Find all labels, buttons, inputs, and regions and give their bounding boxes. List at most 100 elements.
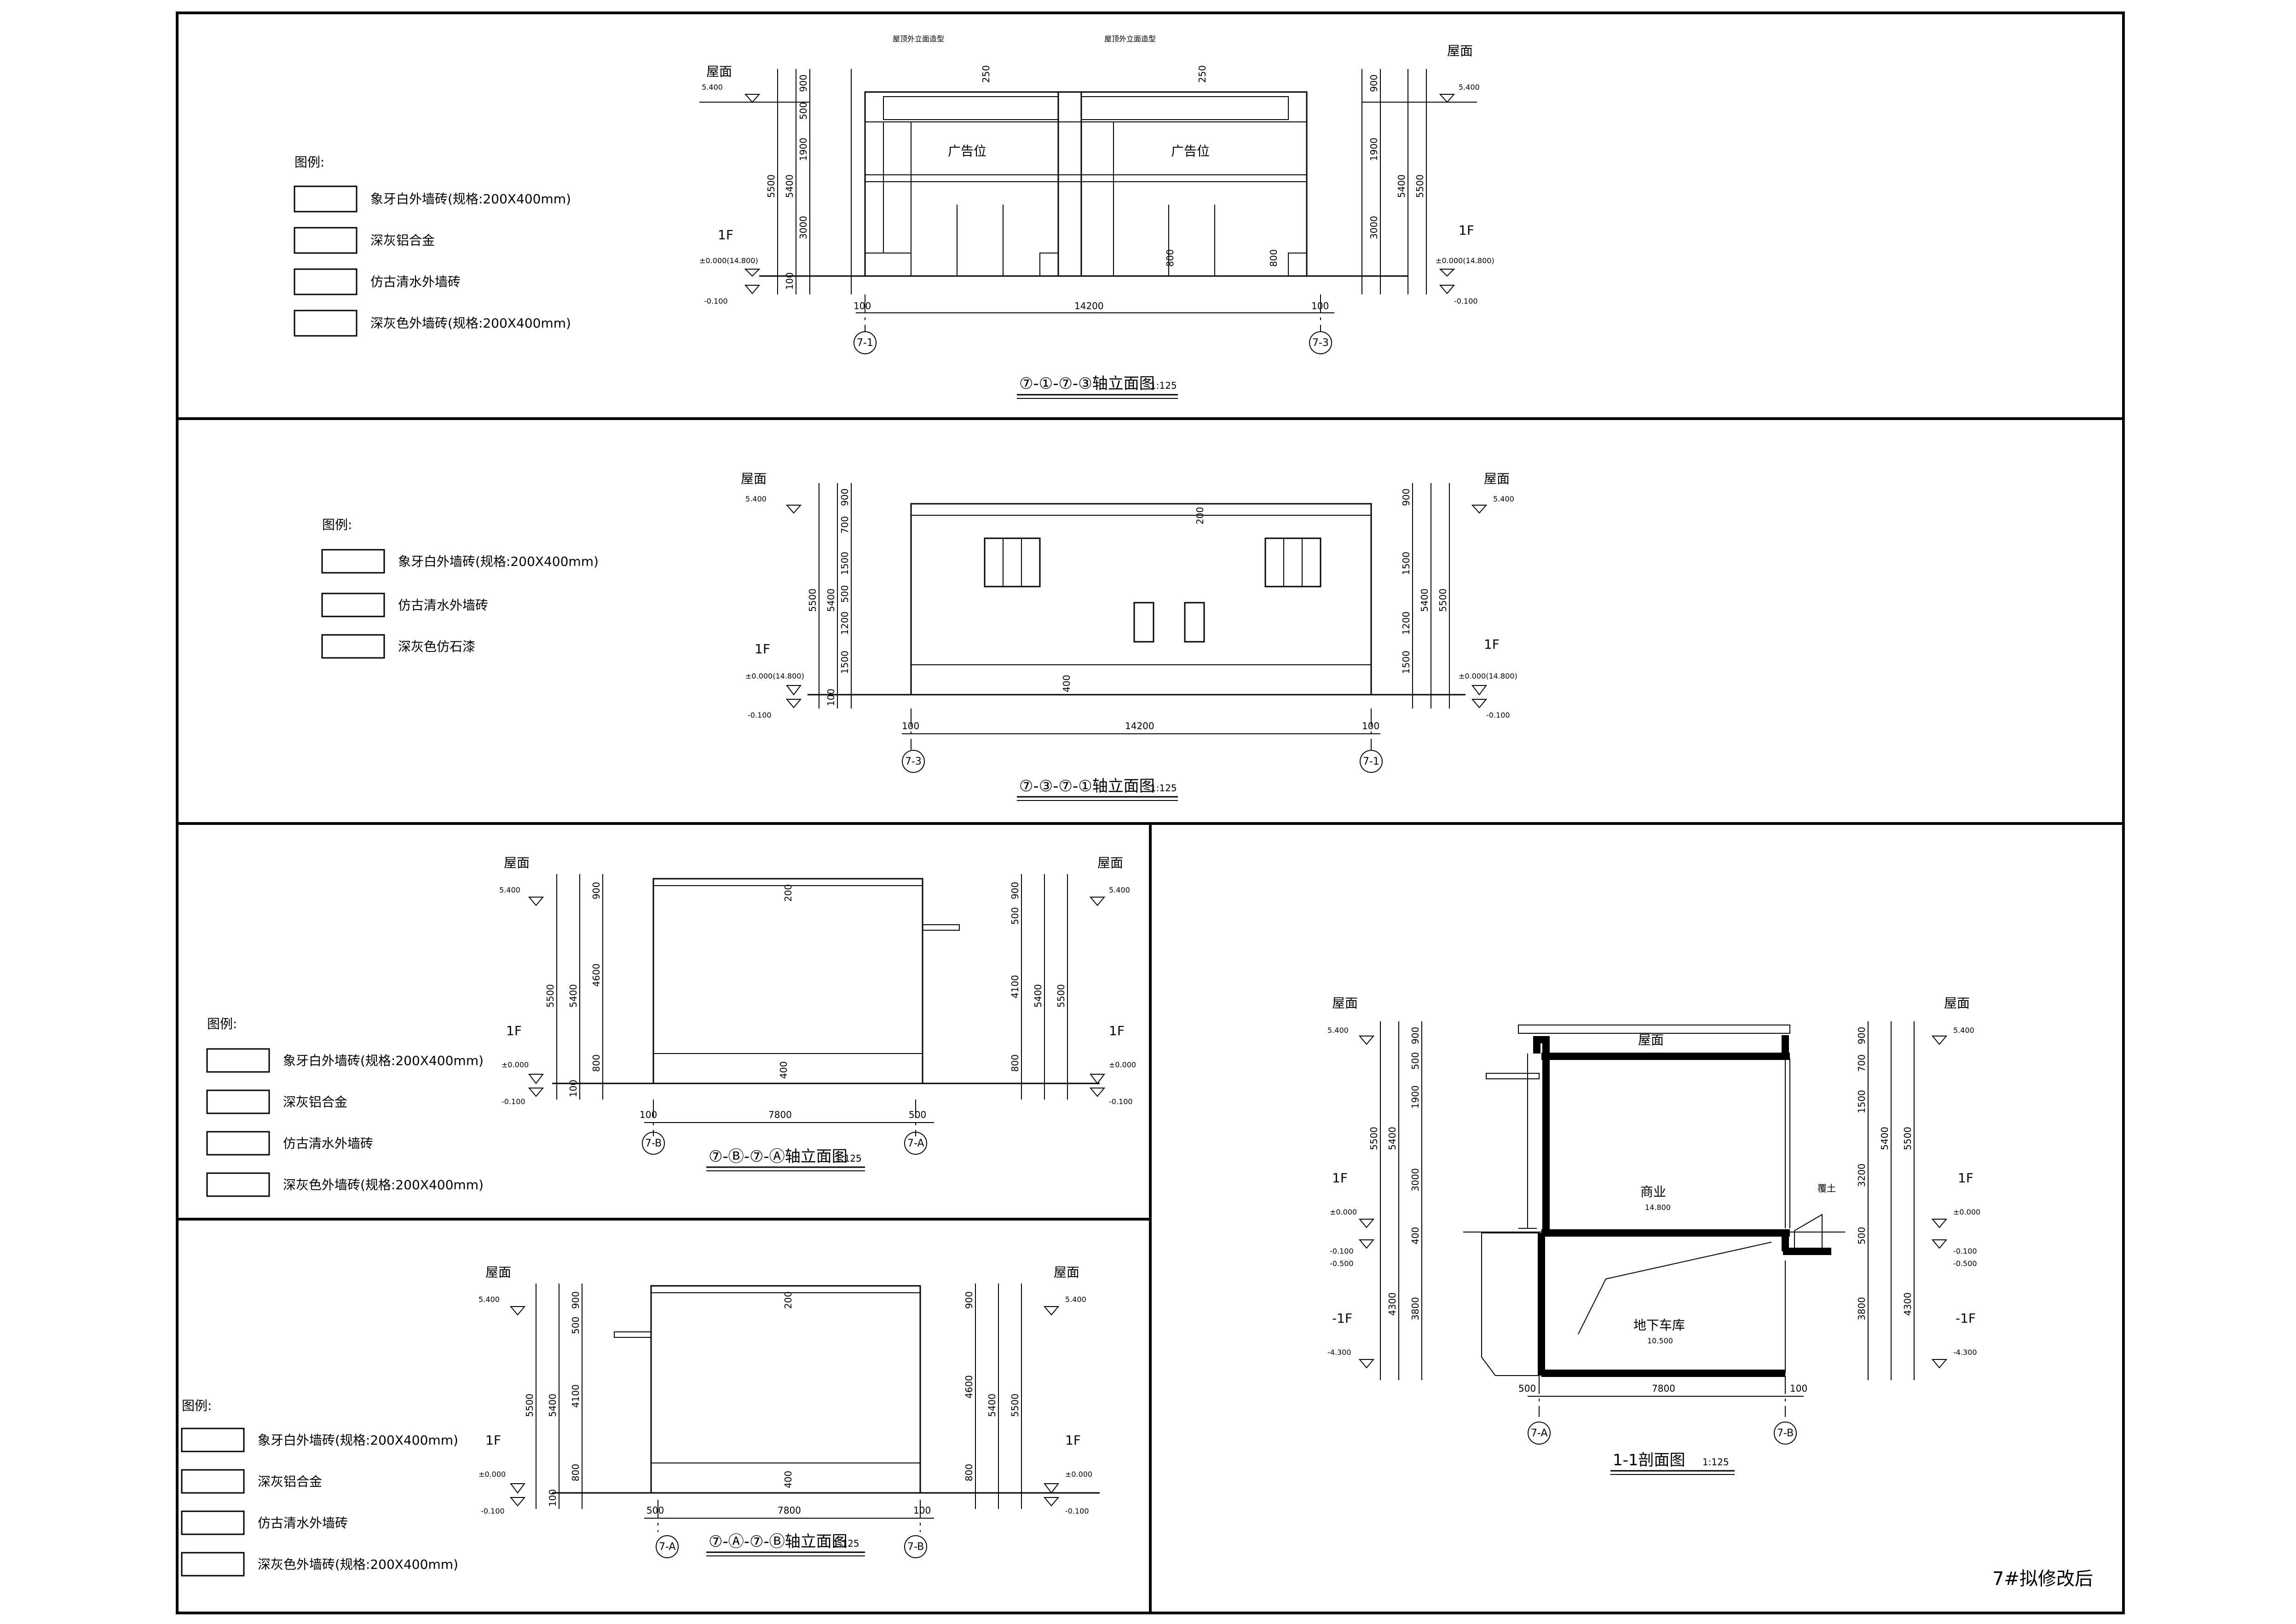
dim-100-l2: 100 [825,689,836,706]
elevation-3-title: ⑦-Ⓑ-⑦-Ⓐ轴立面图 [709,1147,848,1166]
elevation-2-scale: 1:125 [1150,783,1177,794]
dim-500-bl4: 500 [646,1505,664,1516]
dim-800-l3: 800 [591,1054,602,1072]
lv-neg-right-2: -0.100 [1486,711,1510,720]
dim-14200: 14200 [1074,300,1104,311]
legend-swatch-dark-tile [294,310,358,337]
shop-label: 商业 [1640,1184,1666,1199]
lv-roof-left-sec: 5.400 [1327,1026,1349,1035]
dim-100-br: 100 [1311,300,1329,311]
dim-5400-r2: 5400 [1419,588,1430,612]
level-1f-left-4: 1F [485,1433,501,1448]
level-roof-left: 屋面 [706,64,732,79]
dim-400-e2: 400 [1061,675,1072,692]
level-1f-right-sec: 1F [1958,1170,1973,1186]
section-title: 1-1剖面图 [1613,1451,1685,1469]
lv-floor-left-3: ±0.000 [502,1060,529,1069]
dim-5400-l2: 5400 [825,588,836,612]
legend-title-4: 图例: [182,1398,212,1413]
dim-1500-rs: 1500 [1856,1090,1867,1113]
parapet-tile-left [883,96,1059,120]
dim-500-l2: 500 [839,585,850,603]
axis-7-1: 7-1 [857,337,873,349]
dim-4300-ls: 4300 [1387,1292,1398,1316]
lv-base-right-sec: -4.300 [1953,1348,1977,1357]
dim-4300-rs: 4300 [1902,1292,1913,1316]
elevation-4: 图例: 象牙白外墙砖(规格:200X400mm) 深灰铝合金 仿古清水外墙砖 深… [181,1265,1100,1577]
lv-roof-left-2: 5.400 [745,495,767,503]
level-1f-left: 1F [718,227,733,242]
dim-5400-ls: 5400 [1387,1127,1398,1150]
dim-900-left: 900 [798,75,809,92]
dim-7800-4: 7800 [778,1505,801,1516]
dim-1200-r2: 1200 [1401,611,1412,635]
lv-roof-left-4: 5.400 [479,1295,500,1304]
legend-swatch-ivory [294,185,358,213]
dim-100-l3: 100 [568,1080,579,1097]
level-1f-left-sec: 1F [1332,1170,1348,1186]
dim-5500-r3: 5500 [1056,984,1067,1008]
lv-neg-left-2: -0.100 [748,711,772,720]
dim-200-e3: 200 [783,884,794,902]
axis-7-1-e2: 7-1 [1363,756,1379,767]
level-roof-left-3: 屋面 [504,855,530,870]
dim-900-right: 900 [1368,75,1379,92]
dim-14200-2: 14200 [1125,720,1154,731]
dim-5400-r3: 5400 [1033,984,1044,1008]
dim-400-e4: 400 [783,1471,794,1488]
dim-800-r4: 800 [963,1464,975,1481]
soil-label: 覆土 [1817,1183,1836,1194]
level-1f-right-4: 1F [1065,1433,1081,1448]
elevation-4-scale: 1:125 [833,1538,860,1549]
elevation-1: 图例: 象牙白外墙砖(规格:200X400mm) 深灰铝合金 仿古清水外墙砖 深… [294,35,1494,399]
lv-floor-left-sec: ±0.000 [1330,1208,1357,1216]
elevation-3: 图例: 象牙白外墙砖(规格:200X400mm) 深灰铝合金 仿古清水外墙砖 深… [206,855,1136,1197]
lv-floor-right-3: ±0.000 [1109,1060,1136,1069]
elevation-3-scale: 1:125 [835,1153,862,1164]
dim-5500-right: 5500 [1414,174,1425,198]
dim-900-r3: 900 [1010,882,1021,899]
facade-outline-2 [910,503,1372,696]
dim-5400-r4: 5400 [986,1394,998,1417]
dim-900-l2: 900 [839,489,850,506]
dim-500-bs: 500 [1518,1383,1536,1394]
dim-4600-l3: 4600 [591,963,602,987]
level-roof-right-3: 屋面 [1097,855,1123,870]
legend-label-alum-3: 深灰铝合金 [283,1094,347,1110]
dim-1900-left: 1900 [798,138,809,161]
dim-3000-left: 3000 [798,216,809,239]
note-left: 屋顶外立面造型 [893,35,944,43]
dim-100-left: 100 [784,272,795,290]
ad-label-right: 广告位 [1171,144,1210,159]
lv-m1-right-sec: -0.100 [1953,1247,1977,1255]
level-b1-left-sec: -1F [1332,1311,1352,1326]
dim-700-rs: 700 [1856,1054,1867,1072]
lv-neg-right: -0.100 [1454,297,1478,305]
garage-level: 10.500 [1647,1336,1673,1345]
lv-roof-left: 5.400 [702,83,723,92]
dim-800-l4: 800 [570,1464,581,1481]
dim-4600-r4: 4600 [963,1375,975,1399]
dim-5500-r4: 5500 [1010,1394,1021,1417]
legend-label-alum-4: 深灰铝合金 [258,1474,322,1489]
dim-900-l4: 900 [570,1291,581,1309]
lv-roof-right-sec: 5.400 [1953,1026,1974,1035]
dim-250-b: 250 [981,65,992,83]
legend-label-alum: 深灰铝合金 [370,233,435,248]
dim-900-l3: 900 [591,882,602,899]
level-roof-right-4: 屋面 [1054,1265,1079,1280]
elevation-1-scale: 1:125 [1150,380,1177,391]
legend-label-ivory: 象牙白外墙砖(规格:200X400mm) [370,191,571,207]
dim-4100-r3: 4100 [1010,975,1021,998]
dim-5500-l4: 5500 [524,1394,535,1417]
legend-1: 图例: 象牙白外墙砖(规格:200X400mm) 深灰铝合金 仿古清水外墙砖 深… [294,155,571,337]
dim-250: 250 [1197,65,1208,83]
legend-label-ivory-4: 象牙白外墙砖(规格:200X400mm) [258,1433,458,1448]
lv-roof-left-3: 5.400 [499,886,520,894]
dim-500-rs: 500 [1856,1227,1867,1244]
dim-900-ls: 900 [1410,1027,1421,1044]
lattice-screen-left [883,121,911,253]
level-b1-right-sec: -1F [1956,1311,1976,1326]
dim-100-br4: 100 [913,1505,931,1516]
